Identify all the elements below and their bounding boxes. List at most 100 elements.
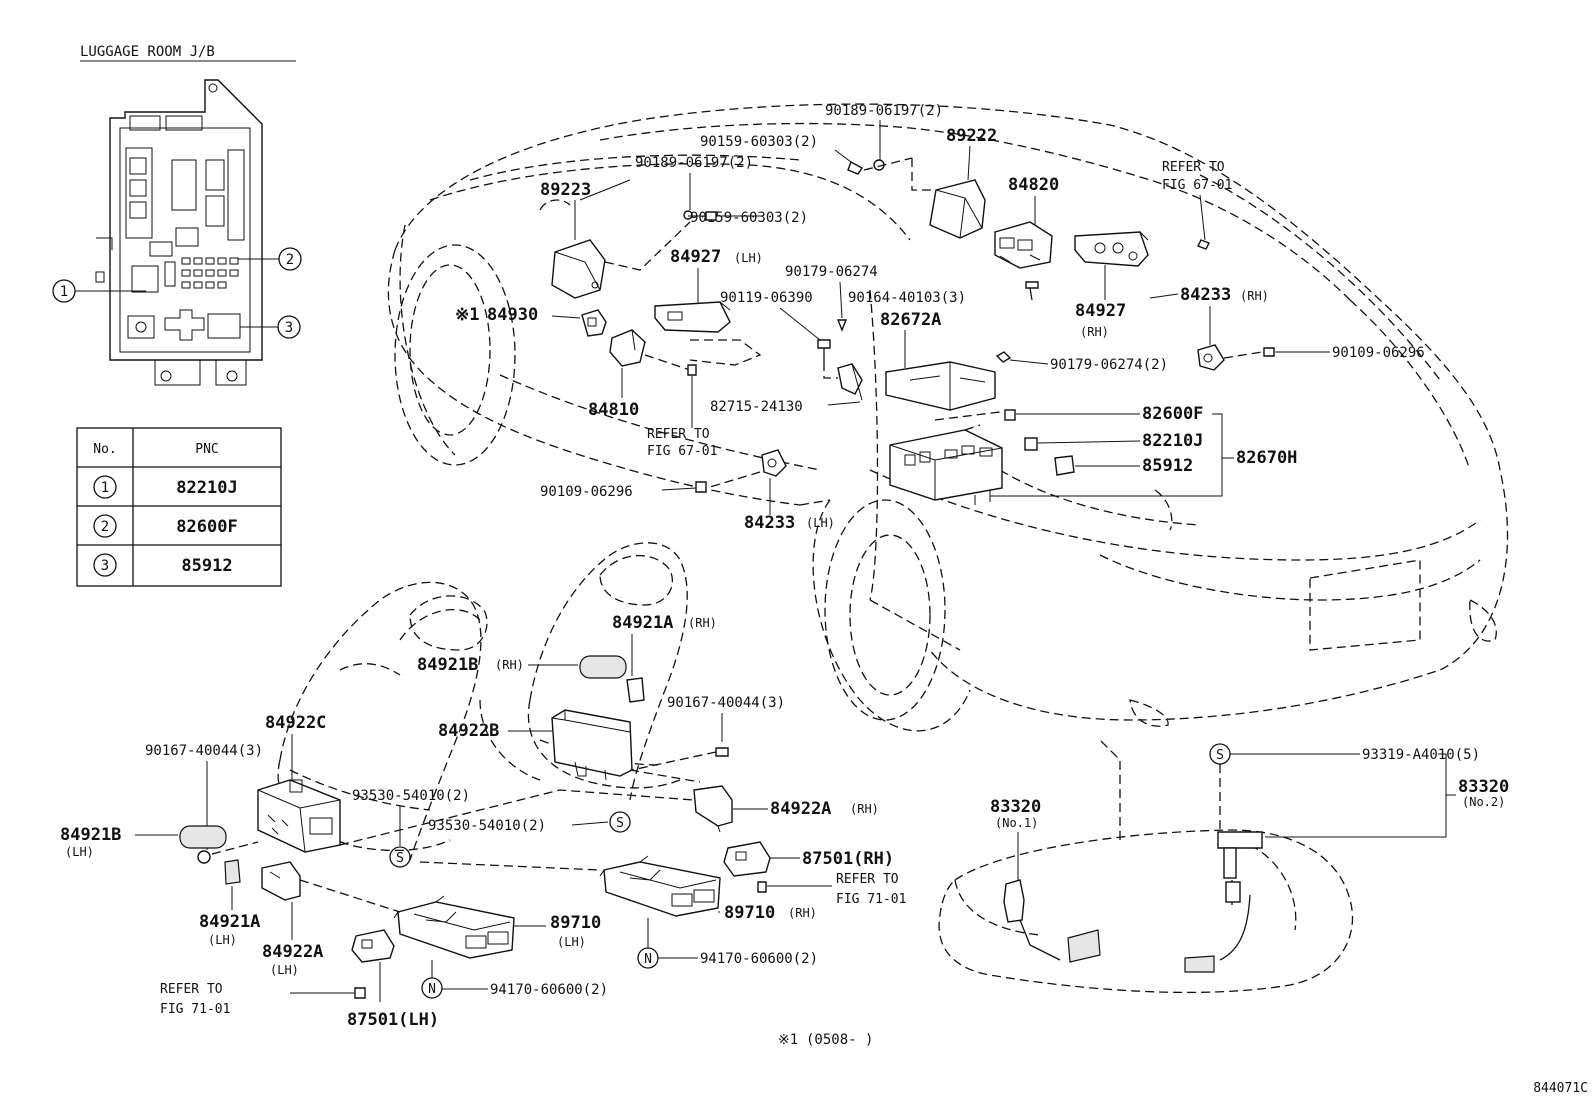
label-84922a-lh: 84922A: [262, 942, 323, 962]
label-90189-06197-top: 90189-06197(2): [825, 103, 943, 119]
table-row-pnc: 82600F: [176, 517, 237, 537]
label-90179-06274-a: 90179-06274: [785, 264, 878, 280]
fuel-tank-outline: [938, 739, 1354, 994]
label-84921b-lh: 84921B: [60, 825, 121, 845]
label-82672a: 82672A: [880, 310, 941, 330]
label-84922a-lh-side: (LH): [270, 963, 299, 977]
part-82672a: [885, 361, 996, 411]
screw-refer-71-r: [757, 881, 767, 893]
label-84922c: 84922C: [265, 713, 326, 733]
screw-90159-mid: [705, 211, 717, 221]
table-header-pnc: PNC: [195, 442, 218, 457]
note-marker-1: ※1: [455, 305, 479, 325]
label-89223: 89223: [540, 180, 591, 200]
refer-fig-71-r: FIG 71-01: [836, 892, 906, 907]
label-90167-40044-r: 90167-40044(3): [667, 695, 785, 711]
label-87501-lh: 87501(LH): [347, 1010, 439, 1030]
callout-3: 3: [285, 320, 293, 336]
part-84930: [581, 309, 607, 337]
label-90164-40103: 90164-40103(3): [848, 290, 966, 306]
label-84927-lh: 84927: [670, 247, 721, 267]
marker-n-b-label: N: [428, 982, 436, 997]
screw-90167-r: [715, 747, 729, 757]
label-82670h: 82670H: [1236, 448, 1297, 468]
label-84233-lh-side: (LH): [806, 516, 835, 530]
label-90119-06390: 90119-06390: [720, 290, 813, 306]
refer-fig-71-l: FIG 71-01: [160, 1002, 230, 1017]
part-84921b-lh: [179, 825, 227, 849]
label-84921a-lh: 84921A: [199, 912, 260, 932]
part-82715-24130: [837, 363, 863, 401]
part-84922c: [257, 779, 341, 853]
screw-90164: [1029, 287, 1033, 301]
label-84922a-rh-side: (RH): [850, 802, 879, 816]
label-93319-a4010: 93319-A4010(5): [1362, 747, 1480, 763]
label-84921a-lh-side: (LH): [208, 933, 237, 947]
label-93530-54010-b: 93530-54010(2): [428, 818, 546, 834]
relay-85912: [1054, 455, 1075, 476]
screw-90119: [817, 339, 831, 349]
part-84233-lh: [761, 449, 787, 477]
part-84922a-rh: [693, 785, 733, 833]
label-90159-60303-mid: 90159-60303(2): [690, 210, 808, 226]
jb-title: LUGGAGE ROOM J/B: [80, 44, 215, 60]
part-87501-lh: [351, 929, 395, 963]
label-90167-40044-l: 90167-40044(3): [145, 743, 263, 759]
marker-s-c-label: S: [616, 816, 624, 831]
label-84927-rh-side: (RH): [1080, 325, 1109, 339]
screw-refer-71-l: [354, 987, 366, 999]
part-84820: [994, 221, 1053, 269]
screw-90167-l: [197, 850, 211, 864]
label-85912: 85912: [1142, 456, 1193, 476]
callout-1: 1: [60, 284, 68, 300]
label-82210j: 82210J: [1142, 431, 1203, 451]
label-83320-no1: 83320: [990, 797, 1041, 817]
label-84922a-rh: 84922A: [770, 799, 831, 819]
label-84921a-rh: 84921A: [612, 613, 673, 633]
label-82715-24130: 82715-24130: [710, 399, 803, 415]
label-90109-06296-l: 90109-06296: [540, 484, 633, 500]
refer-fig-67-mid: FIG 67-01: [647, 444, 717, 459]
part-84921a-rh: [626, 677, 645, 703]
screw-90159-top: [847, 160, 864, 175]
car-body-outline: [387, 103, 1509, 732]
part-83320-no1: [1003, 879, 1101, 963]
label-84921b-rh-side: (RH): [495, 658, 524, 672]
label-89710-lh: 89710: [550, 913, 601, 933]
footnote-marker: ※1: [778, 1032, 798, 1048]
clip-90179-a: [836, 319, 848, 332]
label-84820: 84820: [1008, 175, 1059, 195]
part-84922b: [551, 709, 633, 781]
label-84927-rh: 84927: [1075, 301, 1126, 321]
label-84922b: 84922B: [438, 721, 499, 741]
label-83320-no2: 83320: [1458, 777, 1509, 797]
clip-90179-b: [995, 351, 1012, 363]
label-82600f: 82600F: [1142, 404, 1203, 424]
label-84233-rh-side: (RH): [1240, 289, 1269, 303]
marker-s-c: [609, 811, 631, 833]
label-89222: 89222: [946, 126, 997, 146]
table-header-no: No.: [93, 442, 116, 457]
part-87501-rh: [723, 841, 771, 877]
part-82670h-jb: [889, 429, 1003, 505]
table-row-no: 1: [101, 480, 109, 496]
refer-to-67-top: REFER TO: [1162, 160, 1225, 175]
label-90179-06274-b: 90179-06274(2): [1050, 357, 1168, 373]
part-84810: [609, 329, 646, 367]
marker-s-b-label: S: [1216, 748, 1224, 763]
part-84927-rh: [1074, 231, 1149, 267]
callout-2: 2: [286, 252, 294, 268]
screw-90109-r: [1263, 347, 1275, 357]
part-84921b-rh: [579, 655, 627, 679]
marker-n-b: [421, 977, 443, 999]
table-row-no: 2: [101, 519, 109, 535]
part-89223: [551, 239, 606, 299]
label-83320-no2-sub: (No.2): [1462, 795, 1505, 809]
label-93530-54010-a: 93530-54010(2): [352, 788, 470, 804]
label-89710-rh: 89710: [724, 903, 775, 923]
marker-s-a-label: S: [396, 851, 404, 866]
part-84233-rh: [1197, 344, 1225, 371]
figure-code: 844071C: [1533, 1081, 1588, 1096]
junction-block-drawing: [95, 79, 263, 386]
